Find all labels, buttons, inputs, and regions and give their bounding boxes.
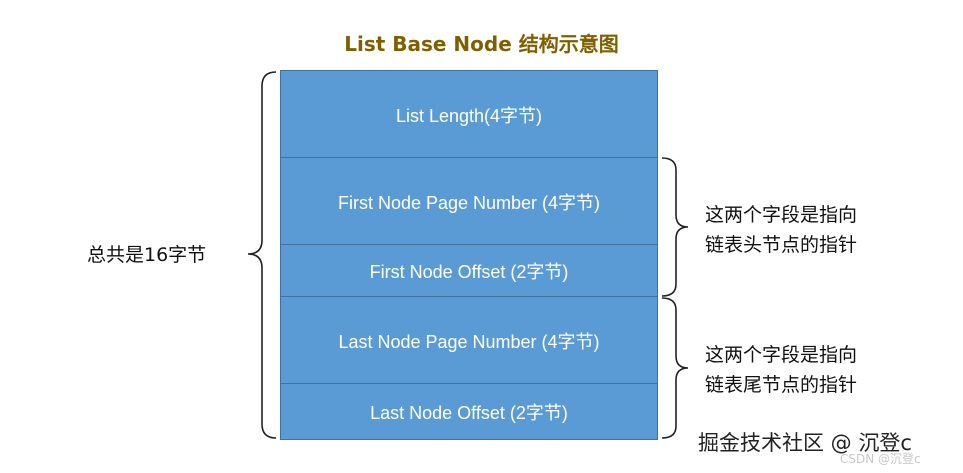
field-first-node-page-number: First Node Page Number (4字节) [280, 157, 658, 246]
field-first-node-offset: First Node Offset (2字节) [280, 244, 658, 298]
first-node-annotation-line2: 链表头节点的指针 [705, 234, 858, 256]
last-node-annotation: 这两个字段是指向 链表尾节点的指针 [705, 340, 857, 400]
first-node-annotation: 这两个字段是指向 链表头节点的指针 [705, 200, 857, 260]
last-node-annotation-line1: 这两个字段是指向 [705, 344, 858, 366]
last-node-annotation-line2: 链表尾节点的指针 [705, 374, 858, 396]
total-brace [247, 71, 277, 439]
last-node-brace [661, 297, 689, 439]
watermark-juejin: 掘金技术社区 @ 沉登c [698, 431, 912, 455]
field-last-node-offset: Last Node Offset (2字节) [280, 383, 658, 440]
field-last-node-page-number: Last Node Page Number (4字节) [280, 296, 658, 385]
field-list-length: List Length(4字节) [280, 70, 658, 159]
first-node-annotation-line1: 这两个字段是指向 [705, 204, 858, 226]
first-node-brace [661, 157, 689, 297]
watermark-csdn: CSDN @沉登c [840, 452, 921, 466]
list-base-node-structure: List Length(4字节) First Node Page Number … [280, 70, 658, 440]
diagram-title: List Base Node 结构示意图 [344, 32, 619, 56]
total-size-label: 总共是16字节 [87, 244, 207, 266]
